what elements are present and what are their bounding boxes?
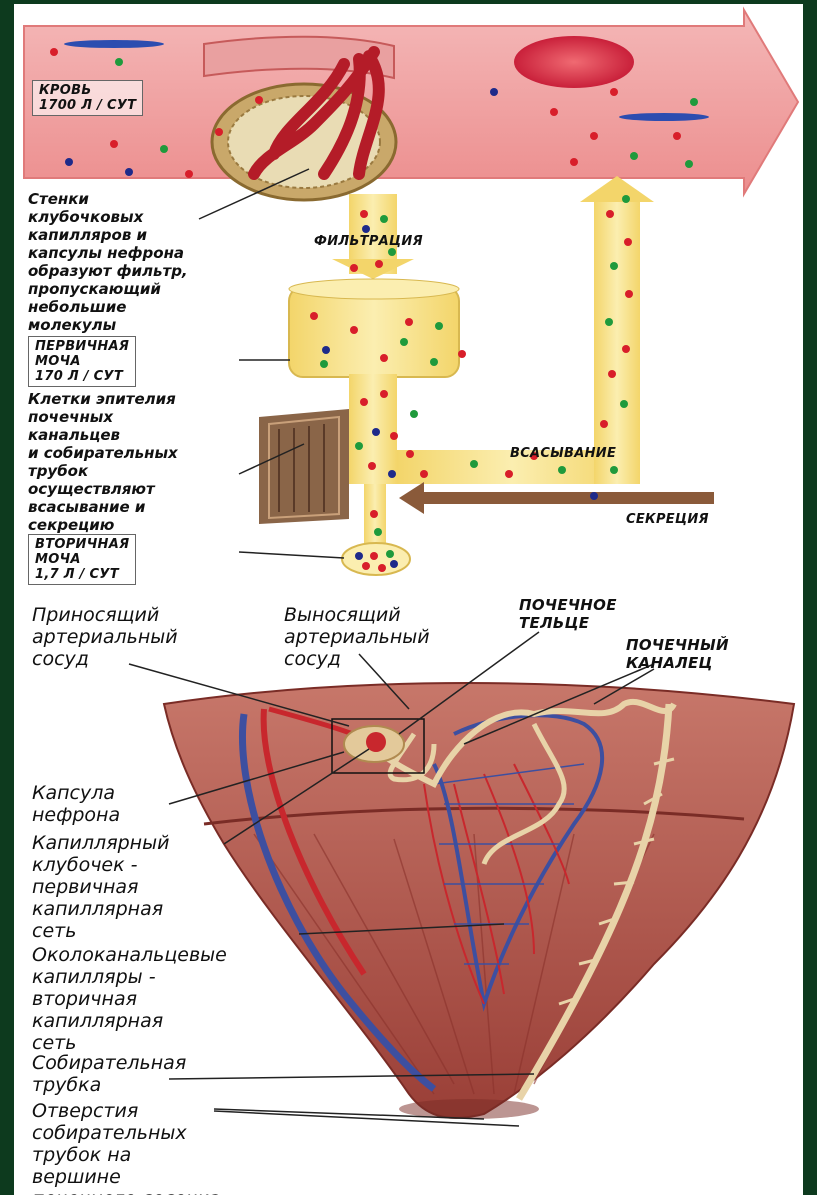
blood-volume-label: КРОВЬ 1700 Л / СУТ — [32, 80, 143, 116]
collecting-duct-label: Собирательная трубка — [32, 1052, 186, 1096]
renal-tubule-label: ПОЧЕЧНЫЙ КАНАЛЕЦ — [626, 636, 729, 672]
peritubular-capillaries-label: Околоканальцевые капилляры - вторичная к… — [32, 944, 227, 1054]
capsule-label: Капсула нефрона — [32, 782, 120, 826]
red-blood-cell — [514, 36, 634, 88]
platelet — [619, 113, 709, 121]
secondary-urine-label: ВТОРИЧНАЯ МОЧА 1,7 Л / СУТ — [28, 534, 136, 585]
efferent-arteriole-label: Выносящий артериальный сосуд — [284, 604, 430, 670]
secretion-label: СЕКРЕЦИЯ — [626, 512, 709, 527]
duct-openings-label: Отверстия собирательных трубок на вершин… — [32, 1100, 220, 1195]
primary-urine-label: ПЕРВИЧНАЯ МОЧА 170 Л / СУТ — [28, 336, 136, 387]
renal-papilla — [164, 683, 794, 1119]
filter-walls-label: Стенки клубочковых капилляров и капсулы … — [28, 190, 188, 334]
glomerulus-label: Капиллярный клубочек - первичная капилля… — [32, 832, 169, 942]
diagram-panel: КРОВЬ 1700 Л / СУТ Стенки клубочковых ка… — [14, 4, 803, 1195]
renal-corpuscle-label: ПОЧЕЧНОЕ ТЕЛЬЦЕ — [519, 596, 617, 632]
platelet — [64, 40, 164, 48]
epithelium-tissue — [259, 409, 349, 524]
filtration-label: ФИЛЬТРАЦИЯ — [314, 234, 423, 249]
absorption-label: ВСАСЫВАНИЕ — [510, 446, 616, 461]
afferent-arteriole-label: Приносящий артериальный сосуд — [32, 604, 178, 670]
epithelium-label: Клетки эпителия почечных канальцев и соб… — [28, 390, 178, 534]
secretion-arrow — [399, 482, 714, 514]
